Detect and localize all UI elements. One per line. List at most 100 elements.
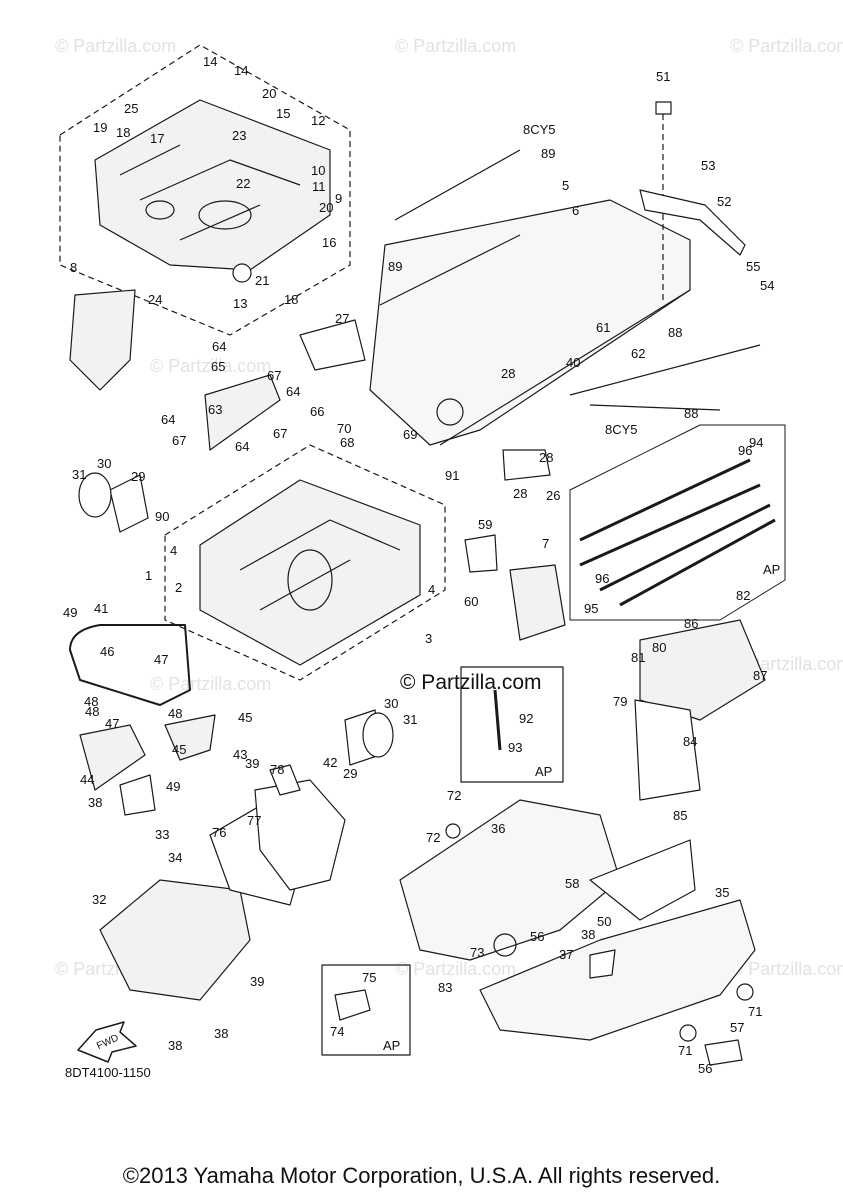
callout-number: 42 [323,755,337,770]
callout-number: 13 [233,296,247,311]
callout-number: 27 [335,311,349,326]
grommet-part-71 [679,1024,697,1042]
callout-number: 95 [584,601,598,616]
callout-number: 10 [311,163,325,178]
callout-number: 79 [613,694,627,709]
callout-number: 67 [172,433,186,448]
decal-part-89-upper [394,149,521,221]
callout-number: 20 [262,86,276,101]
callout-number: 52 [717,194,731,209]
bumper-part-41 [69,624,191,706]
callout-number: 67 [267,368,281,383]
callout-number: 2 [175,580,182,595]
panel-part-77 [254,779,346,891]
callout-number: 33 [155,827,169,842]
callout-number: 39 [250,974,264,989]
callout-number: 28 [513,486,527,501]
callout-number: 86 [684,616,698,631]
callout-number: 38 [214,1026,228,1041]
bracket-part-8 [69,289,136,391]
callout-number: 89 [541,146,555,161]
callout-number: 4 [428,582,435,597]
callout-number: 65 [211,359,225,374]
callout-number: 44 [80,772,94,787]
callout-number: 4 [170,543,177,558]
callout-number: 88 [668,325,682,340]
callout-number: 60 [464,594,478,609]
callout-number: 77 [247,813,261,828]
callout-number: 91 [445,468,459,483]
callout-number: 54 [760,278,774,293]
callout-number: 74 [330,1024,344,1039]
callout-number: 61 [596,320,610,335]
callout-number: 84 [683,734,697,749]
grommet-part-71 [736,983,754,1001]
callout-number: 80 [652,640,666,655]
rail-part-95 [599,503,776,607]
callout-number: 47 [154,652,168,667]
decal-part-88 [569,344,761,396]
shroud-part-36 [399,799,621,961]
callout-number: 29 [343,766,357,781]
watermark-text: © Partzilla.com [730,36,843,56]
callout-number: 40 [566,355,580,370]
callout-number: 8 [70,260,77,275]
group-tag: AP [763,562,780,577]
callout-number: 20 [319,200,333,215]
callout-number: 49 [63,605,77,620]
group-tag: AP [383,1038,400,1053]
callout-number: 85 [673,808,687,823]
copyright-notice: ©2013 Yamaha Motor Corporation, U.S.A. A… [122,1163,721,1188]
callout-number: 39 [245,756,259,771]
callout-number: 18 [116,125,130,140]
group-tag: 8CY5 [605,422,638,437]
panel-part-85 [589,839,696,921]
callout-number: 45 [172,742,186,757]
dashed-box-rails [569,424,786,621]
callout-number: 15 [276,106,290,121]
callout-number: 72 [447,788,461,803]
tunnel-rail [439,289,691,446]
callout-number: 14 [234,63,248,78]
callout-number: 64 [235,439,249,454]
callout-number: 21 [255,273,269,288]
callout-number: 93 [508,740,522,755]
callout-number: 64 [212,339,226,354]
callout-number: 24 [148,292,162,307]
callout-number: 37 [559,947,573,962]
stay-part-92 [493,689,502,751]
callout-number: 71 [678,1043,692,1058]
watermark-text: © Partzilla.com [55,36,176,56]
callout-number: 92 [519,711,533,726]
callout-number: 50 [597,914,611,929]
callout-number: 64 [286,384,300,399]
callout-number: 22 [236,176,250,191]
watermark-text: © Partzilla.com [730,959,843,979]
callout-number: 16 [322,235,336,250]
callout-number: 48 [168,706,182,721]
grip-part-44 [79,724,146,791]
bracket-part-7 [509,564,566,641]
callout-number: 71 [748,1004,762,1019]
callout-number: 5 [562,178,569,193]
watermark-text: © Partzilla.com [395,959,516,979]
grip-part-43 [164,714,216,761]
callout-number: 35 [715,885,729,900]
frame-hole [145,200,175,220]
callout-number: 68 [340,435,354,450]
tunnel-hole [436,398,464,426]
callout-number: 62 [631,346,645,361]
support-part-63 [204,374,281,451]
panel-part-86 [639,619,766,721]
callout-number: 87 [753,668,767,683]
upper-front-frame-part [94,99,331,271]
bracket-part-37 [589,949,616,979]
callout-number: 83 [438,980,452,995]
callout-number: 72 [426,830,440,845]
callout-number: 70 [337,421,351,436]
callout-layer: 1234456789101112131414151617181819202021… [63,54,780,1076]
panel-part-79 [634,699,701,801]
callout-number: 56 [698,1061,712,1076]
main-frame-part [199,479,421,666]
